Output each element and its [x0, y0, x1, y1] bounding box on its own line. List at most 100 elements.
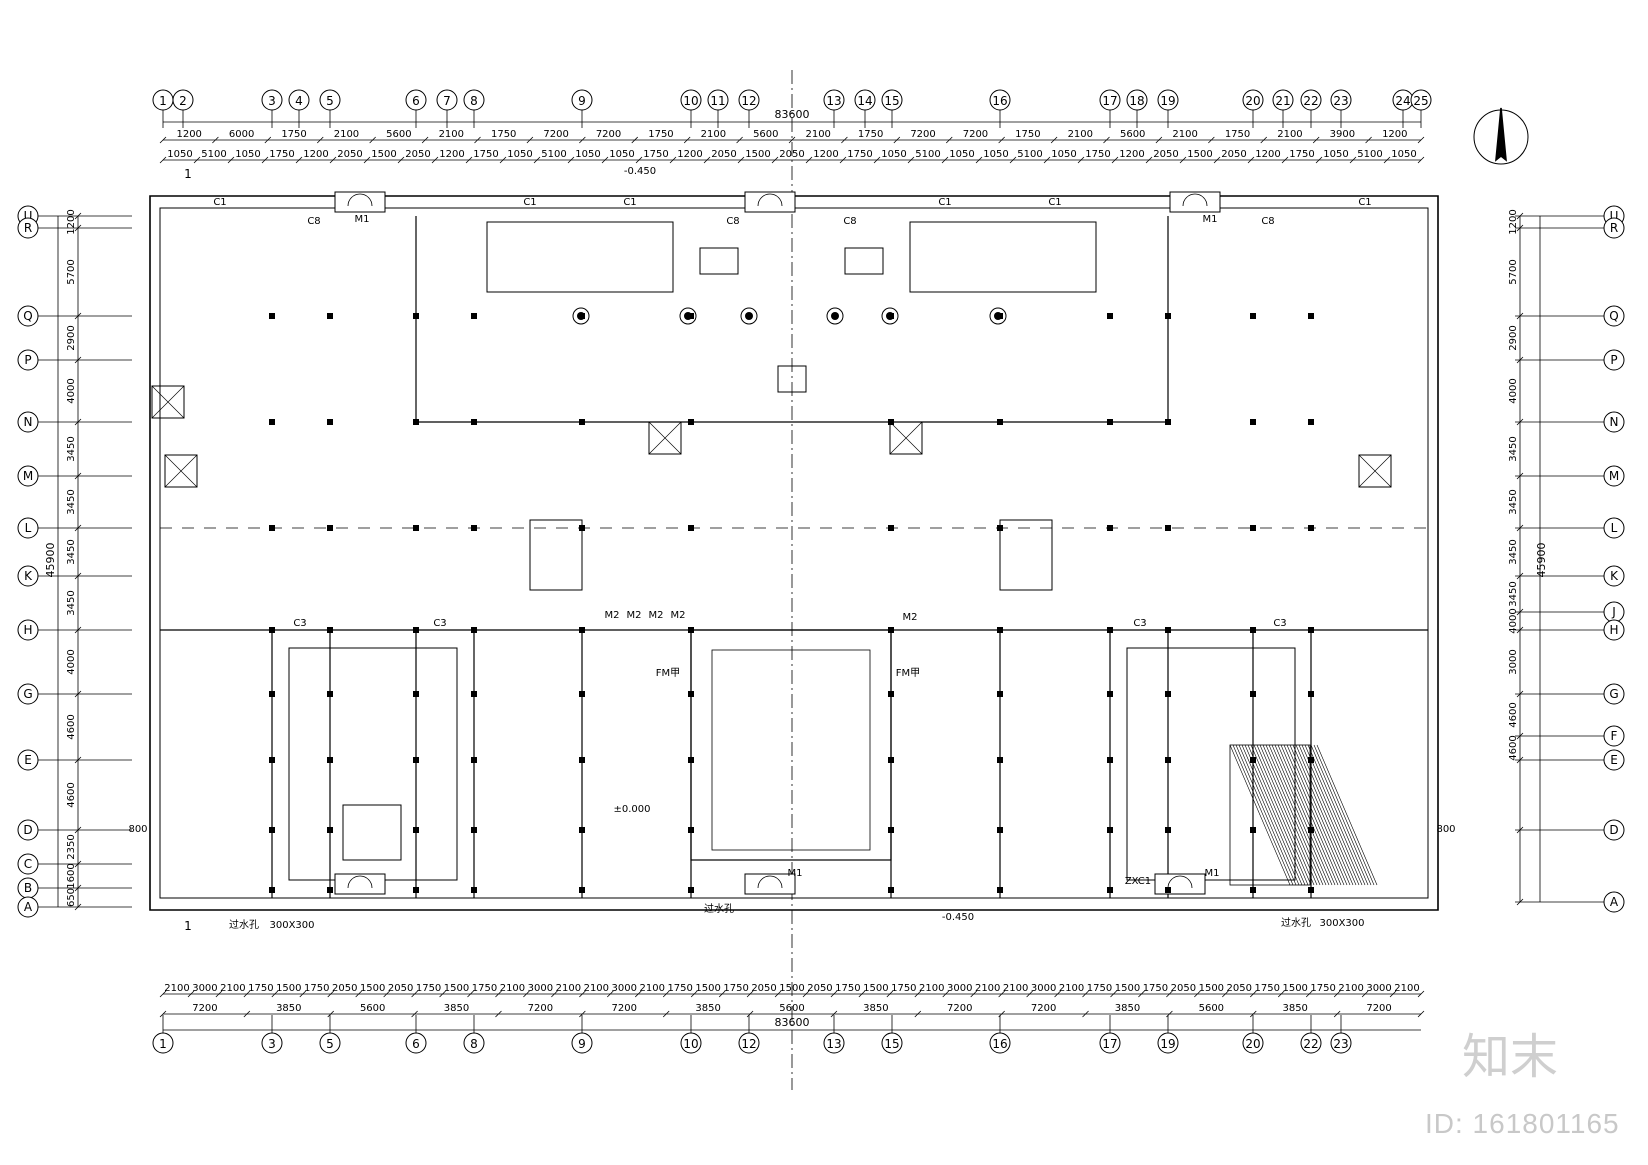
door-label-m1: M1 — [355, 214, 370, 225]
axis-bubble-left — [17, 411, 39, 433]
top-dim-row2-text: 1050 — [575, 149, 600, 160]
column — [1107, 691, 1113, 697]
axis-label-right: K — [1610, 569, 1619, 583]
top-dim-row1-tick — [579, 136, 586, 144]
window-label-c3: C3 — [293, 618, 306, 629]
column — [1250, 757, 1256, 763]
drain-label: 过水孔 — [1281, 916, 1311, 929]
drain-label: 过水孔 — [229, 918, 259, 931]
right-dim-tick — [1516, 418, 1524, 426]
left-dim-tick — [74, 626, 82, 634]
axis-bubble-top — [261, 89, 283, 111]
axis-label-top: 9 — [578, 94, 586, 108]
axis-label-right: F — [1611, 729, 1618, 743]
top-dim-row2-text: 1200 — [439, 149, 464, 160]
bottom-dim-row1-tick — [858, 990, 866, 998]
overall-dim-top: 83600 — [775, 108, 810, 121]
top-dim-row1-text: 2100 — [701, 129, 726, 140]
north-arrow — [1495, 107, 1507, 162]
axis-bubble-right — [1603, 217, 1625, 239]
bottom-dim-row1-text: 2100 — [584, 983, 609, 994]
bottom-dim-row1-tick — [1194, 990, 1201, 998]
column — [1308, 691, 1314, 697]
drain-size: 300X300 — [269, 920, 314, 931]
top-dim-row2-tick — [1179, 156, 1187, 164]
axis-bubble-bottom — [261, 1032, 283, 1054]
bottom-dim-row1-text: 2100 — [1003, 983, 1028, 994]
column — [471, 419, 477, 425]
axis-bubble-bottom — [680, 1032, 702, 1054]
top-dim-row1-tick — [788, 136, 796, 144]
top-dim-row1-tick — [631, 136, 639, 144]
column — [269, 887, 275, 893]
hall-column — [881, 307, 899, 325]
column — [997, 419, 1003, 425]
top-dim-row1-text: 7200 — [963, 129, 988, 140]
column — [1107, 525, 1113, 531]
door-label-m1: M1 — [1205, 868, 1220, 879]
axis-label-right: H — [1609, 623, 1618, 637]
top-dim-row2-tick — [839, 156, 847, 164]
right-dim-text: 3450 — [1508, 539, 1519, 564]
top-dim-row2-tick — [703, 156, 711, 164]
bottom-dim-row1-tick — [746, 990, 754, 998]
axis-label-right: N — [1610, 415, 1619, 429]
courtyard — [690, 629, 892, 861]
top-dim-row2-tick — [567, 156, 575, 164]
axis-bubble-top — [1242, 89, 1264, 111]
door-swing — [757, 875, 783, 889]
bottom-dim-row2-text: 7200 — [947, 1003, 972, 1014]
bottom-dim-row1-text: 1500 — [360, 983, 385, 994]
axis-bubble-bottom — [738, 1032, 760, 1054]
bottom-dim-row1-tick — [327, 990, 335, 998]
top-dim-row2-tick — [499, 156, 507, 164]
bottom-dim-row1-text: 1750 — [416, 983, 441, 994]
axis-bubble-top — [172, 89, 194, 111]
top-dim-row2-text: 1500 — [371, 149, 396, 160]
top-dim-row2-text: 1050 — [167, 149, 192, 160]
right-dim-text: 5700 — [1508, 259, 1519, 284]
hall-column-core — [745, 312, 753, 320]
column — [413, 757, 419, 763]
column — [327, 827, 333, 833]
column — [1250, 887, 1256, 893]
left-dim-text: 1600 — [66, 863, 77, 888]
top-dim-row2-text: 1050 — [1323, 149, 1348, 160]
door-label-m2: M2 — [627, 610, 642, 621]
top-dim-row2-text: 1750 — [269, 149, 294, 160]
axis-bubble-top — [571, 89, 593, 111]
bottom-dim-row1-text: 2050 — [1171, 983, 1196, 994]
left-dim-tick — [74, 690, 82, 698]
top-dim-row1-tick — [369, 136, 376, 144]
hatch-line — [1232, 744, 1294, 886]
door-label-m2: M2 — [605, 610, 620, 621]
bottom-dim-row1-text: 1750 — [1255, 983, 1280, 994]
bottom-dim-row1-tick — [383, 990, 390, 998]
lift-cross — [889, 421, 923, 455]
column — [471, 887, 477, 893]
left-dim-text: 5700 — [66, 259, 77, 284]
column — [1250, 827, 1256, 833]
bottom-dim-row1-tick — [439, 990, 446, 998]
left-dim-tick — [74, 572, 82, 580]
entrance-frame — [334, 191, 386, 213]
column — [1165, 887, 1171, 893]
column — [327, 757, 333, 763]
room-right-block — [1126, 647, 1296, 881]
top-dim-row2-tick — [907, 156, 915, 164]
axis-label-right: L — [1611, 521, 1618, 535]
hatch-line — [1235, 744, 1297, 886]
axis-bubble-bottom — [1157, 1032, 1179, 1054]
top-dim-row2-tick — [635, 156, 643, 164]
top-dim-row2-text: 1750 — [847, 149, 872, 160]
entrance-frame — [744, 873, 796, 895]
axis-bubble-bottom — [1300, 1032, 1322, 1054]
column — [1308, 887, 1314, 893]
bottom-dim-row2-tick — [243, 1010, 251, 1018]
overall-dim-bottom: 83600 — [775, 1016, 810, 1029]
top-dim-row1-text: 1750 — [491, 129, 516, 140]
axis-bubble-right — [1603, 517, 1625, 539]
bottom-dim-row1-text: 1500 — [1199, 983, 1224, 994]
left-dim-tick — [74, 860, 82, 868]
column — [471, 525, 477, 531]
